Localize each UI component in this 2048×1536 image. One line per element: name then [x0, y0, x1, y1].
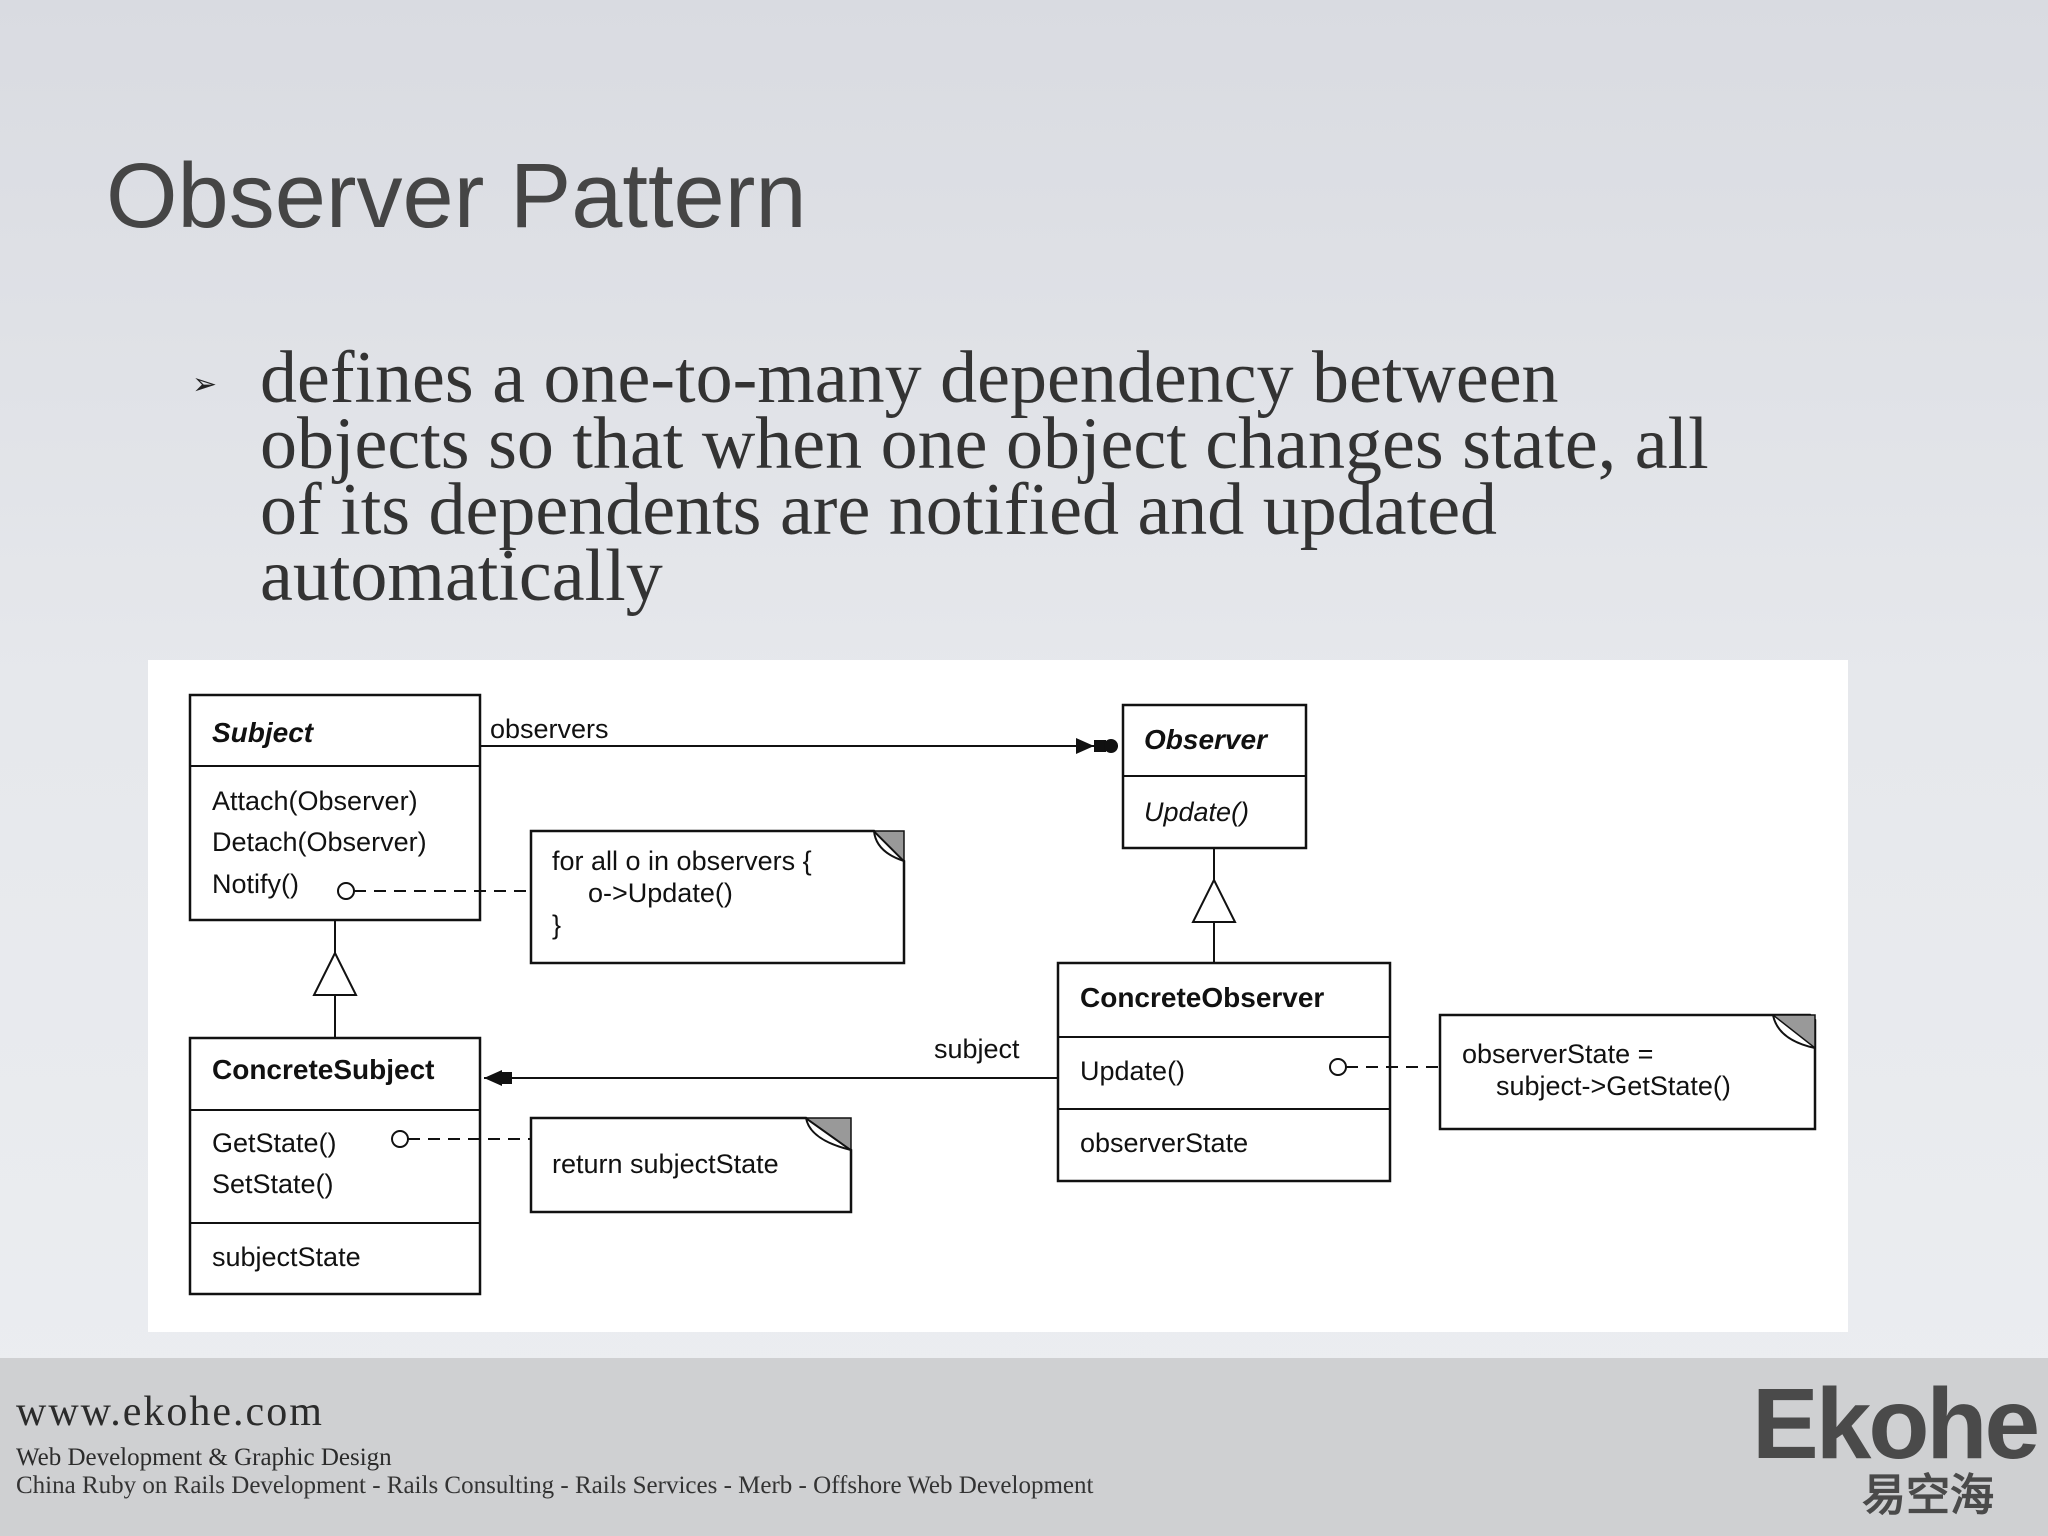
concrete-subject-class: ConcreteSubject GetState() SetState() su…: [188, 1036, 482, 1296]
observer-class-name: Observer: [1144, 724, 1269, 755]
concrete-subject-attr-state: subjectState: [212, 1242, 361, 1272]
update-note-line-2: subject->GetState(): [1496, 1071, 1731, 1101]
footer-tagline: Web Development & Graphic Design: [16, 1444, 392, 1471]
observer-class: Observer Update(): [1121, 703, 1308, 850]
notify-note-line-3: }: [552, 910, 561, 940]
concrete-subject-op-setstate: SetState(): [212, 1169, 334, 1199]
concrete-subject-op-getstate: GetState(): [212, 1128, 337, 1158]
logo-wordmark: Ekohe: [1752, 1368, 2040, 1480]
notify-note-line-2: o->Update(): [588, 878, 733, 908]
getstate-note: return subjectState: [391, 1116, 853, 1214]
logo-chinese: 易空海: [1862, 1470, 1994, 1521]
observers-association: observers: [480, 714, 1118, 754]
concrete-observer-class: ConcreteObserver Update() observerState: [1056, 961, 1392, 1183]
observer-inheritance-arrow: [1191, 848, 1237, 963]
concrete-observer-class-name: ConcreteObserver: [1080, 982, 1324, 1013]
bullet-text: defines a one-to-many dependency between…: [260, 337, 1709, 617]
notify-note: for all o in observers { o->Update() }: [337, 829, 906, 965]
notify-note-line-1: for all o in observers {: [552, 846, 812, 876]
subject-association: subject: [484, 1034, 1058, 1086]
observers-label: observers: [490, 714, 609, 744]
uml-diagram-svg: Subject Attach(Observer) Detach(Observer…: [188, 693, 1817, 1296]
observer-op-update: Update(): [1144, 797, 1249, 827]
ekohe-logo: Ekohe 易空海: [1752, 1374, 2040, 1524]
update-note-line-1: observerState =: [1462, 1039, 1653, 1069]
footer-bar: www.ekohe.com Web Development & Graphic …: [0, 1358, 2048, 1536]
subject-op-detach: Detach(Observer): [212, 827, 427, 857]
subject-class: Subject Attach(Observer) Detach(Observer…: [188, 693, 482, 922]
subject-label: subject: [934, 1034, 1020, 1064]
concrete-observer-attr-state: observerState: [1080, 1128, 1248, 1158]
update-note: observerState = subject->GetState(): [1329, 1013, 1817, 1131]
getstate-note-text: return subjectState: [552, 1149, 779, 1179]
subject-op-attach: Attach(Observer): [212, 786, 418, 816]
footer-site-url: www.ekohe.com: [16, 1389, 324, 1435]
subject-op-notify: Notify(): [212, 869, 299, 899]
uml-diagram: Subject Attach(Observer) Detach(Observer…: [148, 660, 1848, 1332]
subject-class-name: Subject: [212, 717, 315, 748]
slide-title: Observer Pattern: [106, 145, 807, 247]
concrete-subject-class-name: ConcreteSubject: [212, 1054, 435, 1085]
concrete-observer-op-update: Update(): [1080, 1056, 1185, 1086]
arrow-bullet-icon: ➢: [192, 367, 218, 402]
subject-inheritance-arrow: [312, 920, 358, 1038]
footer-services: China Ruby on Rails Development - Rails …: [16, 1472, 1094, 1499]
